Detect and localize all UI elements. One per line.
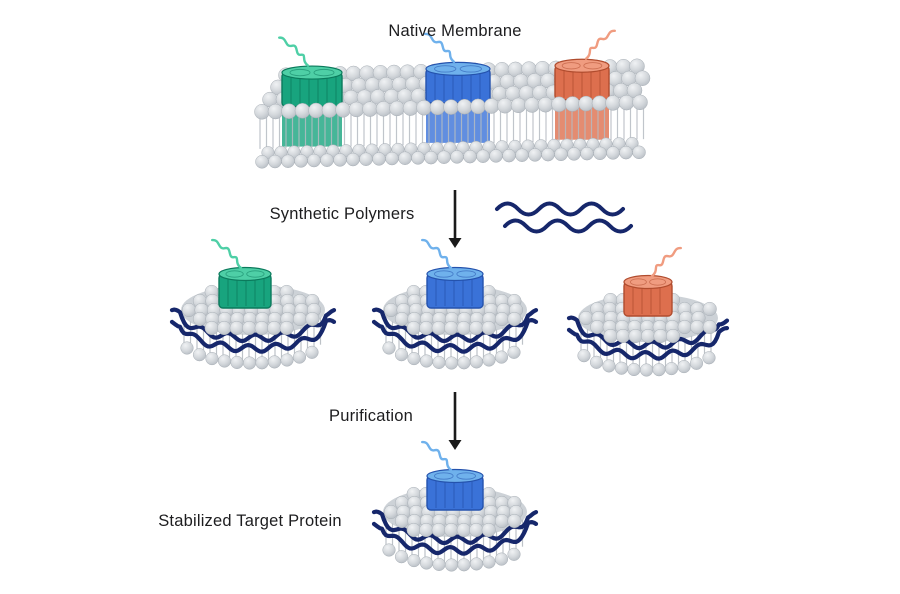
membrane-protein-green [218,266,272,309]
polymer-belt [566,326,730,361]
nanodisc-blue [371,238,539,370]
polymer-belt [566,315,730,351]
polymer-belt [371,307,539,344]
membrane-protein-blue [426,468,484,511]
polymer-belt [371,509,539,546]
polymer-belt [169,318,337,354]
nanodisc-green [169,238,337,370]
nanodisc-orange [566,246,730,377]
membrane-protein-blue [426,266,484,309]
native-membrane-label: Native Membrane [388,22,522,40]
polymer-belt [169,307,337,344]
purification-label: Purification [328,407,414,425]
membrane-protein-orange [623,274,673,317]
arrow-add-polymers [448,190,462,248]
arrow-purification [448,392,462,450]
native-membrane [254,29,651,169]
membrane-protein-blue [425,61,491,104]
nanodisc-stabilized-target [371,440,539,572]
polymer-belt [371,318,539,354]
membrane-protein-green [281,65,343,108]
membrane-protein-orange [554,58,610,101]
polymer-strands [495,201,633,234]
polymer-belt [371,520,539,556]
stabilized-target-protein-label: Stabilized Target Protein [158,512,342,530]
synthetic-polymers-label: Synthetic Polymers [269,205,415,223]
